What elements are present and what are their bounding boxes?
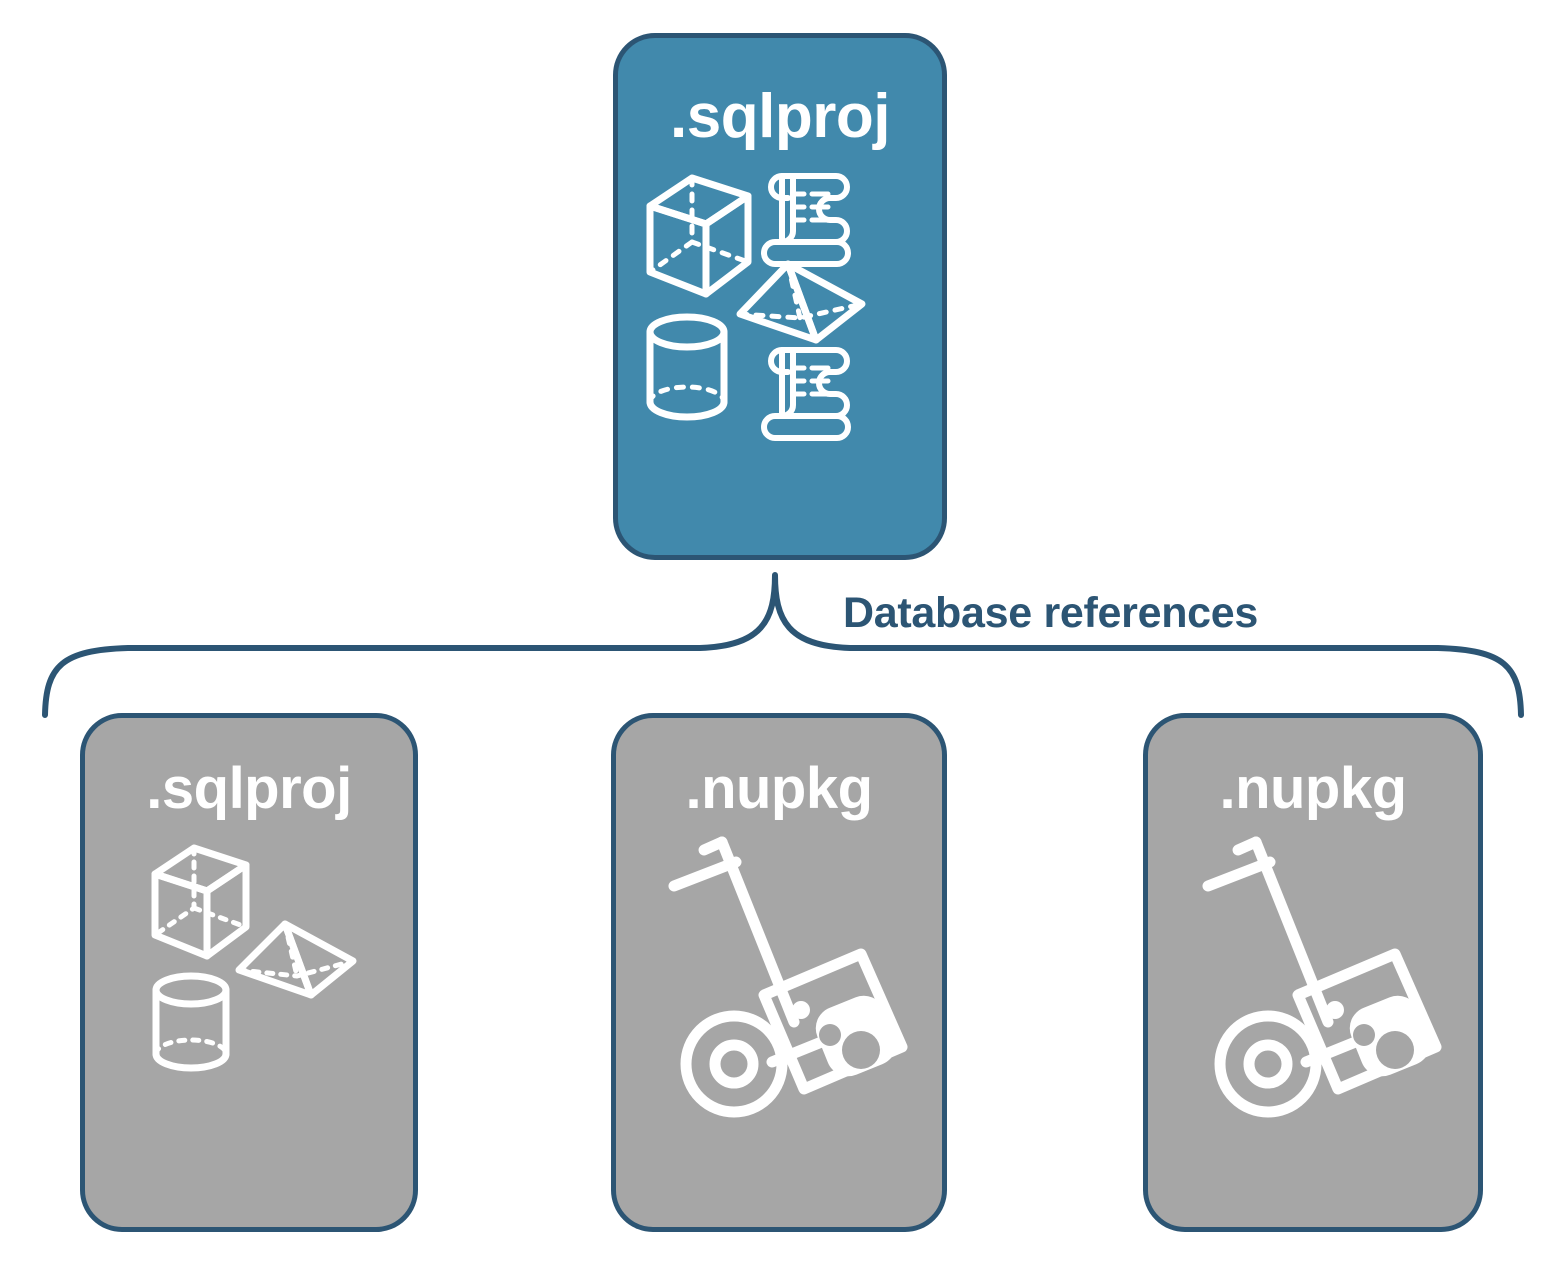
- cylinder-icon: [152, 972, 230, 1072]
- node-child-nupkg-1-label: .nupkg: [685, 756, 873, 821]
- node-root-sqlproj[interactable]: .sqlproj: [613, 33, 947, 560]
- node-child-sqlproj-label: .sqlproj: [146, 756, 352, 821]
- cube-icon: [646, 174, 752, 298]
- node-child-nupkg-2-artwork: [1148, 818, 1478, 1227]
- pyramid-icon: [235, 920, 357, 999]
- sql-objects-icon-group: [151, 844, 357, 1072]
- node-child-nupkg-2-label: .nupkg: [1219, 756, 1407, 821]
- hand-truck-icon: [1202, 836, 1442, 1118]
- database-references-label: Database references: [843, 589, 1258, 637]
- hand-truck-icon: [668, 836, 908, 1118]
- node-child-sqlproj-artwork: [85, 818, 413, 1227]
- sql-objects-icon-group: [646, 173, 866, 441]
- node-root-sqlproj-label: .sqlproj: [670, 82, 890, 151]
- cube-icon: [151, 844, 250, 960]
- cylinder-icon: [646, 313, 728, 421]
- node-child-nupkg-1-artwork: [616, 818, 942, 1227]
- node-root-sqlproj-artwork: [618, 148, 942, 555]
- pyramid-icon: [736, 260, 866, 344]
- scroll-icon-top: [761, 173, 851, 267]
- scroll-icon-bottom: [761, 347, 851, 441]
- node-child-sqlproj[interactable]: .sqlproj: [80, 713, 418, 1232]
- node-child-nupkg-1[interactable]: .nupkg: [611, 713, 947, 1232]
- node-child-nupkg-2[interactable]: .nupkg: [1143, 713, 1483, 1232]
